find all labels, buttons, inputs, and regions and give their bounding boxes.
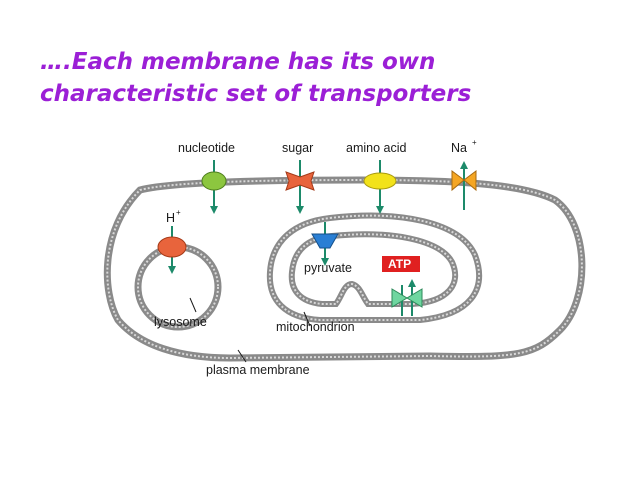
- proton-pump: [157, 226, 187, 274]
- atp-box: [382, 256, 420, 272]
- sodium-label: Na: [451, 141, 467, 155]
- nucleotide-transporter: [201, 160, 227, 214]
- mitochondrion-label: mitochondrion: [276, 320, 355, 334]
- sodium-charge: +: [472, 138, 477, 147]
- sugar-label: sugar: [282, 141, 313, 155]
- mitochondrion-leader: [303, 311, 311, 327]
- sodium-transporter: [451, 161, 477, 210]
- pyruvate-label: pyruvate: [304, 261, 352, 275]
- sugar-transporter: [285, 160, 315, 214]
- plasma-membrane-label: plasma membrane: [206, 363, 310, 377]
- proton-charge: +: [176, 208, 181, 217]
- amino-acid-label: amino acid: [346, 141, 406, 155]
- plasma-membrane-leader: [237, 349, 247, 363]
- mitochondrion-outer-texture: [268, 214, 481, 321]
- proton-label: H: [166, 211, 175, 225]
- atp-synthase: [391, 279, 423, 316]
- mitochondrion-inner-texture: [290, 233, 457, 305]
- pyruvate-transporter: [311, 222, 339, 266]
- plasma-membrane-texture: [106, 178, 583, 360]
- nucleotide-label: nucleotide: [178, 141, 235, 155]
- lysosome-leader: [189, 297, 197, 313]
- lysosome-label: lysosome: [154, 315, 207, 329]
- atp-label: ATP: [388, 257, 411, 271]
- slide-title: ….Each membrane has its own characterist…: [40, 46, 620, 110]
- title-line-2: characteristic set of transporters: [40, 81, 472, 107]
- title-line-1: ….Each membrane has its own: [40, 49, 436, 75]
- amino-acid-transporter: [363, 160, 397, 214]
